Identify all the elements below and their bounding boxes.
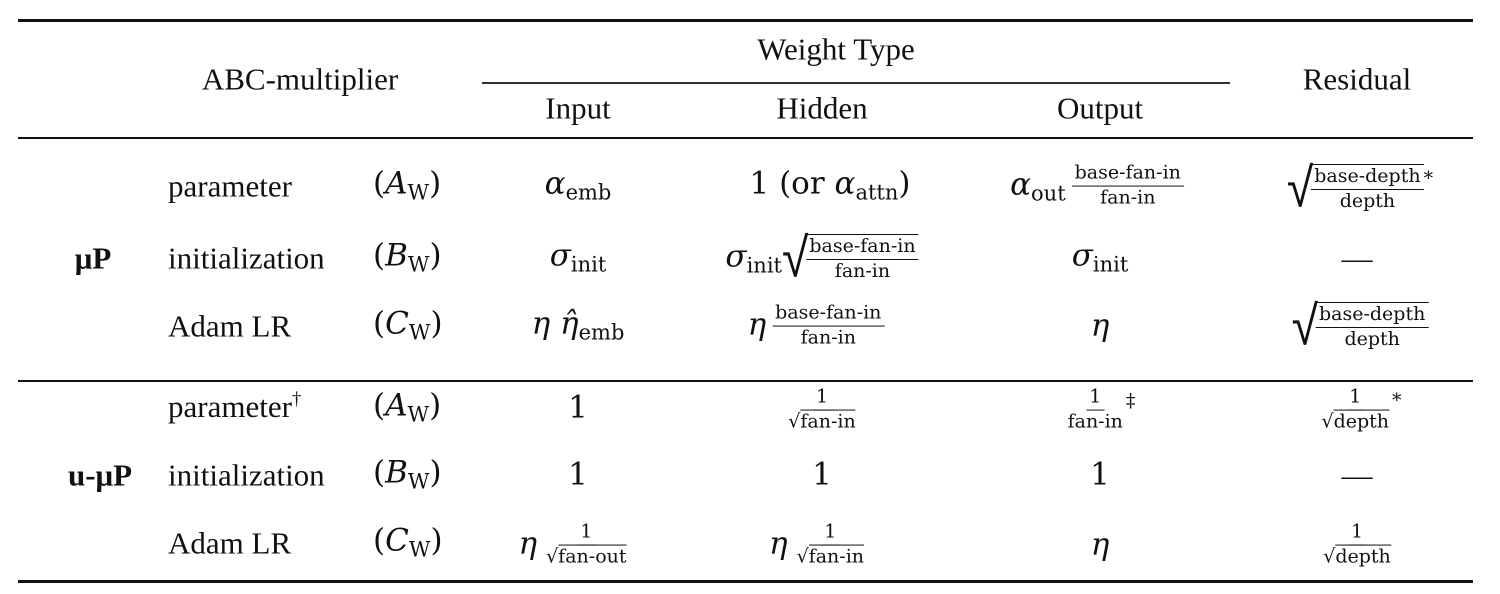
cell-mup-lr-output: η: [1090, 307, 1110, 344]
header-rule: [18, 137, 1473, 139]
cell-mup-init-residual: —: [1341, 240, 1373, 276]
header-hidden: Hidden: [776, 90, 868, 126]
sqrt-icon: √: [781, 225, 809, 291]
row-symbol: (CW): [373, 305, 443, 345]
cell-mup-init-output: σinit: [1071, 237, 1129, 277]
cell-ump-lr-residual: 1√depth: [1323, 520, 1391, 568]
cell-ump-init-input: 1: [568, 456, 588, 493]
row-label: parameter: [168, 168, 292, 204]
row-label: initialization: [168, 457, 325, 493]
cell-mup-lr-input: η η̂emb: [531, 305, 625, 345]
header-residual: Residual: [1302, 61, 1412, 97]
row-label: Adam LR: [168, 308, 292, 344]
cell-ump-param-input: 1: [568, 389, 588, 426]
header-output: Output: [1056, 90, 1144, 126]
bottom-rule: [18, 580, 1473, 583]
row-symbol: (CW): [373, 522, 443, 562]
header-weight-type: Weight Type: [757, 31, 915, 67]
cell-ump-param-residual: 1√depth*: [1321, 385, 1402, 433]
group-label-mup: μP: [74, 240, 112, 276]
row-label: initialization: [168, 240, 325, 276]
row-symbol: (BW): [373, 237, 442, 277]
cell-mup-init-input: σinit: [549, 237, 607, 277]
row-symbol: (AW): [373, 387, 442, 427]
group-label-u-mup: u-μP: [67, 457, 133, 493]
row-label: parameter†: [168, 389, 302, 424]
row-symbol: (BW): [373, 454, 442, 494]
cell-ump-init-residual: —: [1341, 457, 1373, 493]
row-symbol: (AW): [373, 165, 442, 205]
cell-mup-param-input: αemb: [544, 165, 612, 205]
mid-rule: [18, 380, 1473, 382]
row-label: Adam LR: [168, 525, 292, 561]
header-input: Input: [545, 90, 611, 126]
cell-ump-init-output: 1: [1090, 456, 1110, 493]
sqrt-icon: √: [1286, 155, 1314, 221]
top-rule: [18, 19, 1473, 22]
header-abc-multiplier: ABC-multiplier: [201, 61, 399, 97]
sqrt-icon: √: [1291, 293, 1318, 359]
cell-ump-lr-output: η: [1090, 526, 1110, 563]
weight-type-cmidrule: [482, 82, 1230, 84]
cell-ump-init-hidden: 1: [812, 456, 832, 493]
cell-ump-param-hidden: 1√fan-in: [788, 385, 856, 433]
cell-mup-param-hidden: 1 (or αattn): [749, 165, 911, 205]
